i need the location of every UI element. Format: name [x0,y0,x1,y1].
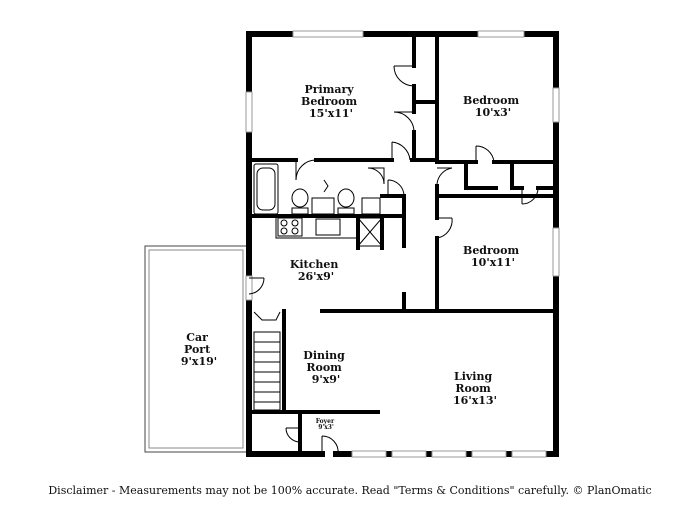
fixtures [253,163,383,411]
room-label-kitchen: Kitchen 26'x9' [290,258,342,283]
windows [245,30,560,458]
room-label-primary-bedroom: Primary Bedroom 15'x11' [301,83,361,120]
room-label-bedroom-2: Bedroom 10'x11' [463,244,523,269]
doors [248,65,539,455]
room-label-living-room: Living Room 16'x13' [453,370,497,407]
room-label-foyer: Foyer 9'x3' [316,418,337,431]
car-port-outline [144,245,248,453]
room-label-dining-room: Dining Room 9'x9' [303,349,348,386]
room-label-bedroom-1: Bedroom 10'x3' [463,94,523,119]
disclaimer-text: Disclaimer - Measurements may not be 100… [48,484,652,497]
room-label-car-port: Car Port 9'x19' [181,331,217,368]
room-labels: Primary Bedroom 15'x11' Bedroom 10'x3' B… [181,83,523,431]
